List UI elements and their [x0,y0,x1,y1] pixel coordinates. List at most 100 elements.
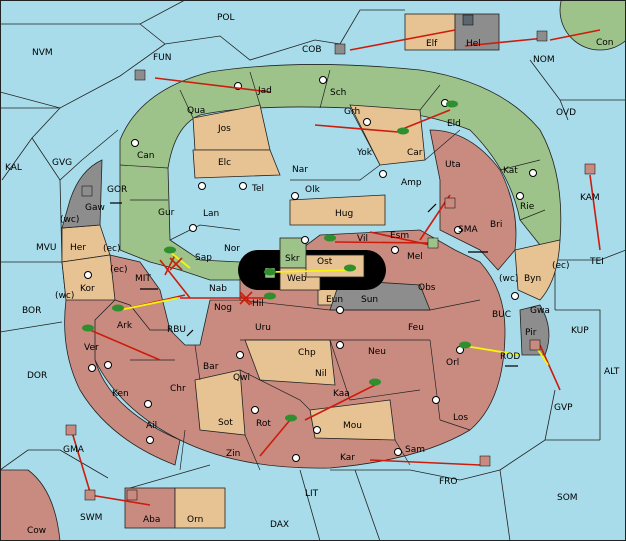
territory-Orn [174,487,226,529]
label-Mou: Mou [343,421,362,431]
label-Pir: Pir [525,328,537,338]
label-GVG: GVG [52,158,72,168]
label-Nil: Nil [315,369,327,379]
label-Ark: Ark [117,321,133,331]
fleet-icon [529,339,541,351]
move-arrow-icon [314,124,399,133]
label-Qwi: Qwi [233,373,250,383]
fleet-icon [84,489,96,501]
label-Olk: Olk [305,185,321,195]
label-wc1: (wc) [60,215,79,225]
cut-marks [169,257,253,305]
label-Nog: Nog [214,303,232,313]
army-icon [112,304,124,312]
supply-center-icon [88,364,96,372]
territory-Con [559,0,626,51]
fleet-icon [462,14,474,26]
fleet-icon [427,237,439,249]
continent [61,64,562,469]
label-SMA: SMA [458,225,478,235]
army-icon [264,292,276,300]
supply-center-icon [144,400,152,408]
convoy-markers [110,202,518,367]
label-wc3: (wc) [55,291,74,301]
army-icon [459,341,471,349]
label-Qua: Qua [187,106,205,116]
fleet-icon [584,163,596,175]
label-Con: Con [596,38,614,48]
fleet-icon [126,489,138,501]
army-icon [264,268,276,276]
move-arrow-icon [334,241,431,244]
territory-Hug [289,194,386,226]
fleet-icon [134,69,146,81]
label-DOR: DOR [27,371,47,381]
label-Vil: Vil [357,234,368,244]
label-Kor: Kor [80,284,95,294]
supply-center-icon [379,170,387,178]
label-GMA: GMA [63,445,85,455]
move-arrow-icon [349,29,456,51]
fleet-icon [536,30,548,42]
label-ec2: (ec) [110,265,128,275]
supply-center-icon [319,76,327,84]
label-SOM: SOM [557,493,578,503]
label-Kaa: Kaa [333,389,350,399]
fleet-icon [444,197,456,209]
supply-center-icon [432,396,440,404]
label-Nor: Nor [224,244,240,254]
label-Gur: Gur [158,208,175,218]
label-NVM: NVM [32,48,53,58]
label-TEI: TEI [589,257,604,267]
move-arrow-icon [399,109,451,131]
label-Aba: Aba [143,515,160,525]
label-Byn: Byn [524,274,541,284]
label-Kar: Kar [340,453,355,463]
label-KAM: KAM [580,193,600,203]
label-wc2: (wc) [499,274,518,284]
label-Gaw: Gaw [85,203,105,213]
supply-center-icon [239,182,247,190]
supply-center-icon [131,139,139,147]
supply-center-icon [516,192,524,200]
label-Yok: Yok [356,148,373,158]
label-Sch: Sch [330,88,346,98]
label-LIT: LIT [305,489,319,499]
label-ec3: (ec) [552,261,570,271]
army-icon [397,127,409,135]
army-icon [344,264,356,272]
label-RBU: RBU [167,325,186,335]
label-Zin: Zin [226,449,240,459]
label-POL: POL [217,13,235,23]
label-ROD: ROD [500,352,520,362]
label-Eld: Eld [447,119,461,129]
label-Bar: Bar [203,362,219,372]
label-KAL: KAL [5,163,22,173]
supply-centers [84,76,537,462]
label-Tel: Tel [251,184,264,194]
territory-Ost [305,254,365,278]
supply-center-icon [511,292,519,300]
label-Sap: Sap [195,253,212,263]
territory-Byn [514,239,561,301]
label-Skr: Skr [285,254,300,264]
label-Bri: Bri [490,220,502,230]
label-Los: Los [453,413,468,423]
label-Nar: Nar [292,165,308,175]
label-Eun: Eun [326,295,343,305]
label-Rot: Rot [256,419,271,429]
label-COB: COB [302,45,322,55]
interior-borders [119,69,546,471]
supply-center-icon [236,351,244,359]
label-OVD: OVD [556,108,576,118]
fleet-icon [334,43,346,55]
move-arrow-icon [71,431,91,493]
label-Uta: Uta [445,160,461,170]
supply-center-icon [292,454,300,462]
supply-center-icon [301,236,309,244]
supply-center-icon [291,192,299,200]
label-Ail: Ail [146,421,157,431]
move-arrow-icon [154,77,271,93]
move-arrow-icon [369,231,436,247]
